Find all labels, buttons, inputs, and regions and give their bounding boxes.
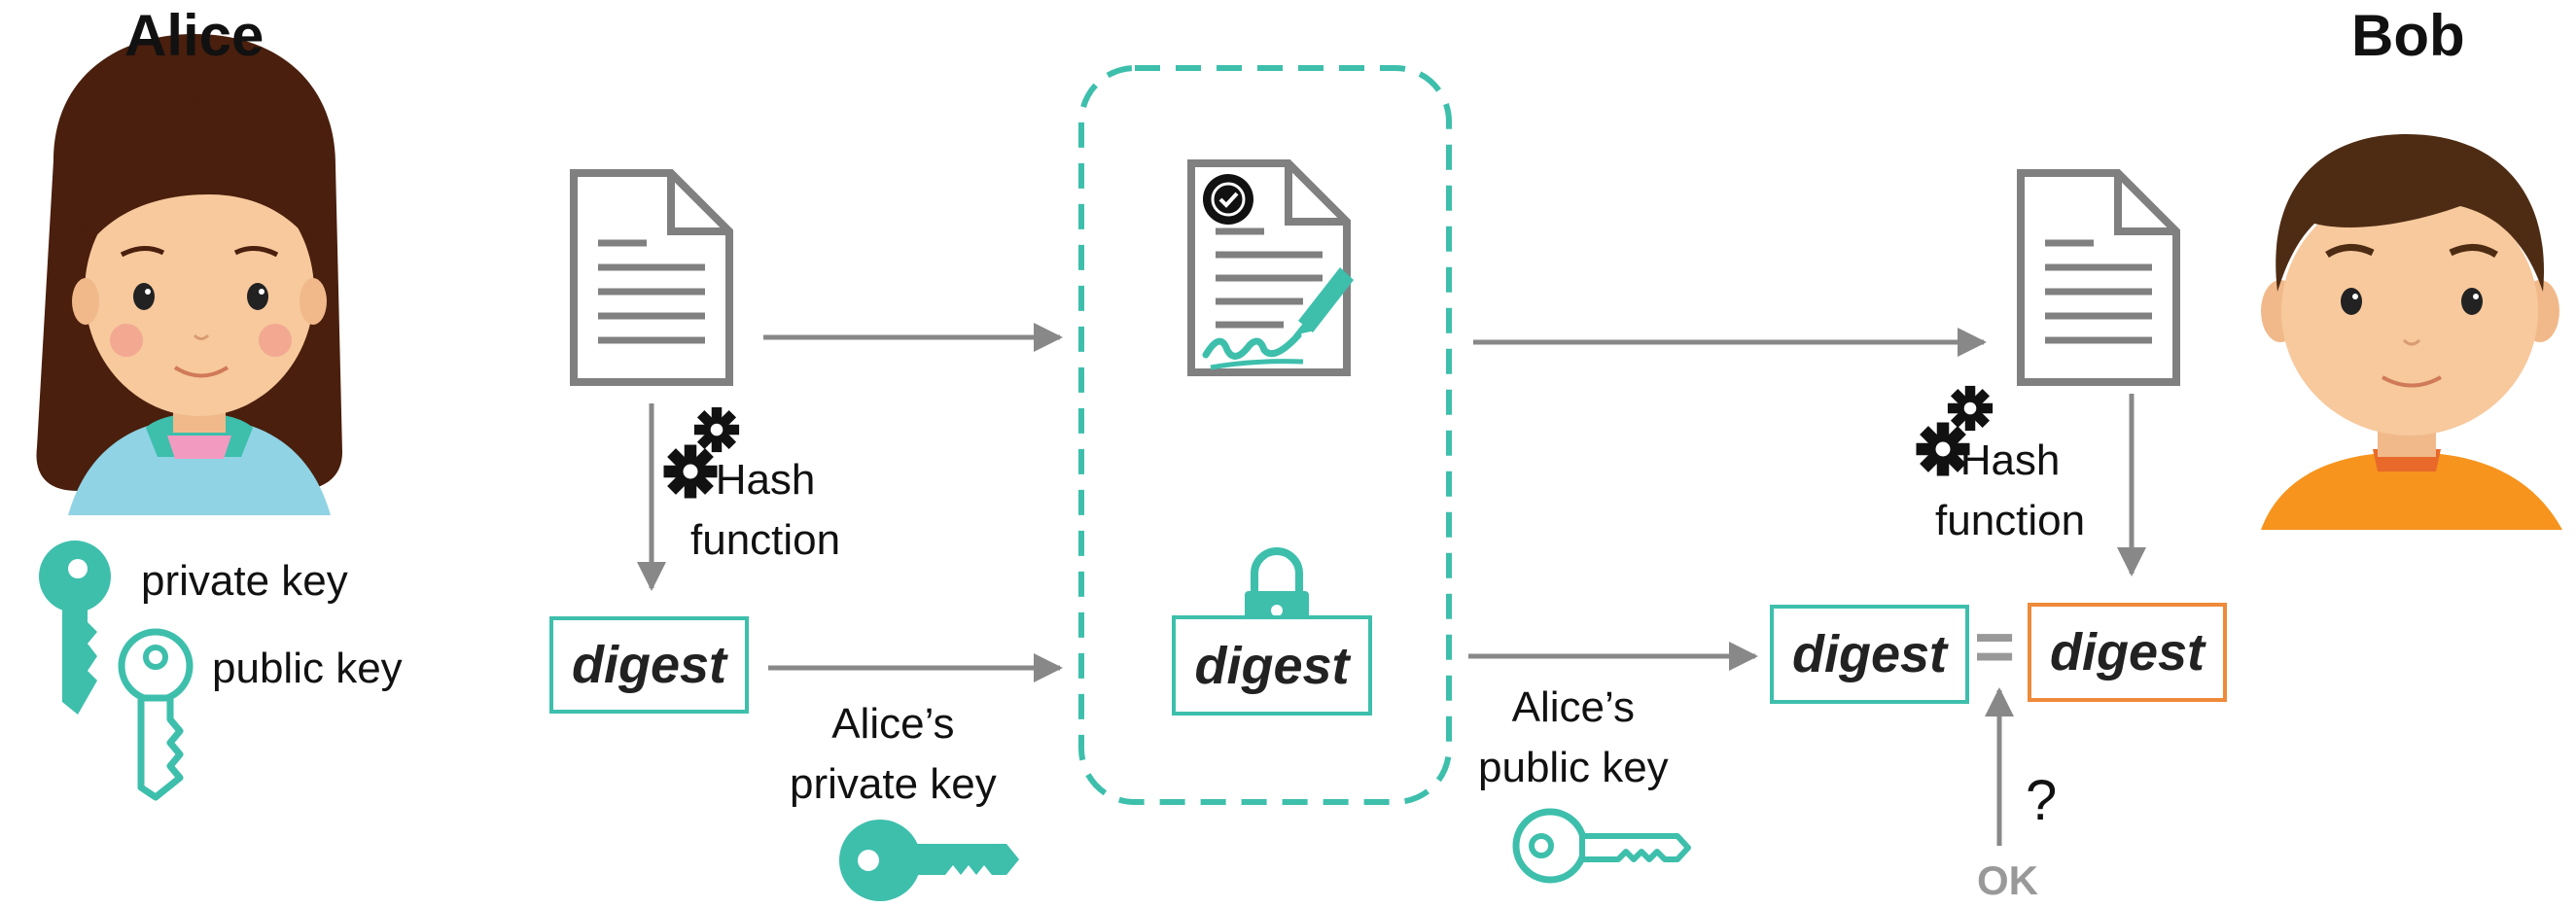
legend-private-key-label: private key [141, 557, 348, 605]
decrypted-digest-box: digest [1770, 605, 1969, 704]
signed-message-container [1078, 65, 1452, 805]
private-key-icon [39, 541, 111, 715]
received-document-icon [2017, 169, 2180, 386]
verification-result-ok: OK [1977, 857, 2038, 903]
verification-question-mark: ? [2026, 769, 2058, 832]
sender-digest-box: digest [549, 616, 749, 714]
sender-hash-function-label: Hash function [690, 456, 841, 564]
bob-avatar [2261, 133, 2562, 530]
legend-public-key-label: public key [212, 645, 403, 692]
bob-name: Bob [2351, 3, 2465, 68]
public-key-icon [118, 628, 194, 801]
receiver-hash-function-label: Hash function [1935, 437, 2086, 544]
equals-sign: = [1974, 609, 2016, 686]
alice-private-key-icon [839, 820, 1019, 901]
original-document-icon [570, 169, 733, 386]
pen-signature-icon [1202, 267, 1354, 370]
certificate-seal-icon [1203, 174, 1253, 225]
encrypted-digest-box: digest [1172, 615, 1372, 716]
alice-private-key-label: Alice’s private key [790, 700, 997, 808]
alice-public-key-icon [1512, 808, 1691, 884]
alice-public-key-label: Alice’s public key [1478, 683, 1669, 791]
computed-digest-box: digest [2028, 603, 2227, 702]
alice-name: Alice [124, 3, 265, 68]
alice-avatar [36, 34, 343, 515]
